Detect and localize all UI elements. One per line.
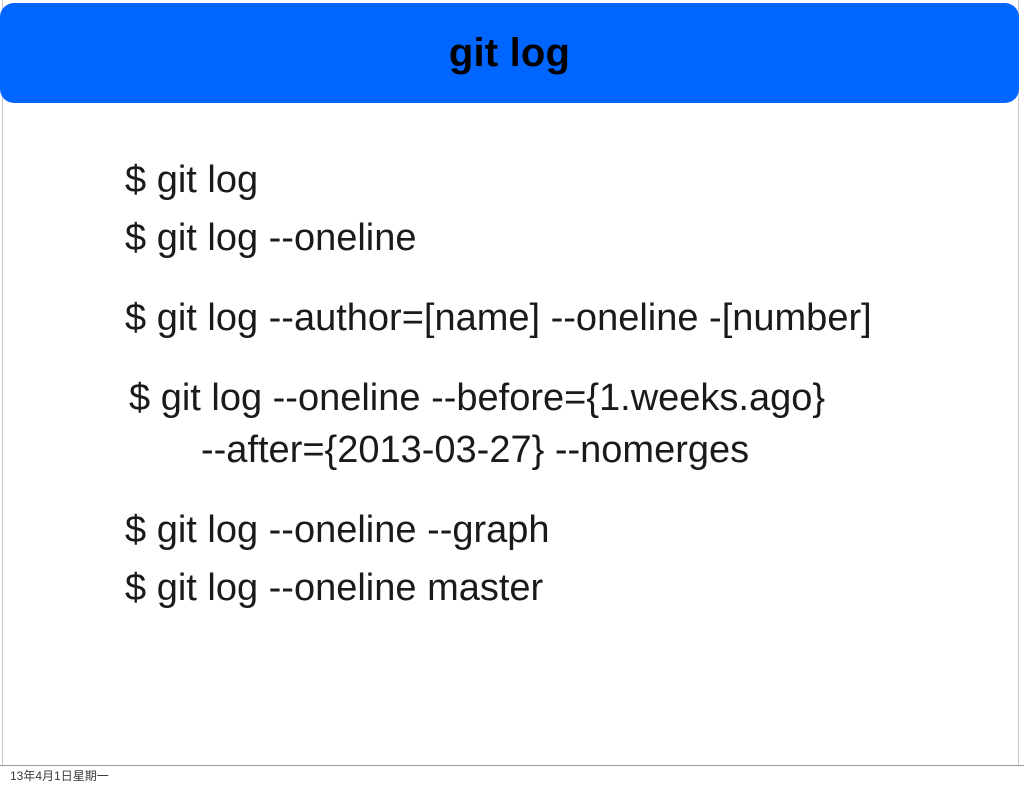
command-list: $ git log $ git log --oneline $ git log … (125, 161, 1005, 607)
command-line-continuation: --after={2013-03-27} --nomerges (201, 429, 750, 471)
spacer (125, 469, 1005, 511)
command-line: $ git log --oneline --before={1.weeks.ag… (129, 377, 826, 419)
slide-right-border (1018, 0, 1019, 766)
slide-body: $ git log $ git log --oneline $ git log … (0, 103, 1019, 743)
command-line: $ git log --author=[name] --oneline -[nu… (125, 297, 872, 339)
footer-date: 13年4月1日星期一 (10, 769, 109, 783)
command-line: $ git log (125, 159, 259, 201)
spacer (125, 257, 1005, 299)
spacer (125, 199, 1005, 219)
slide-title: git log (448, 31, 571, 75)
spacer (125, 337, 1005, 379)
command-line: $ git log --oneline (125, 217, 417, 259)
command-line: $ git log --oneline master (125, 567, 544, 609)
footer-divider (0, 765, 1024, 766)
command-line: $ git log --oneline --graph (125, 509, 550, 551)
spacer (125, 549, 1005, 569)
slide-left-border (2, 0, 3, 766)
slide-title-bar: git log (0, 3, 1019, 103)
